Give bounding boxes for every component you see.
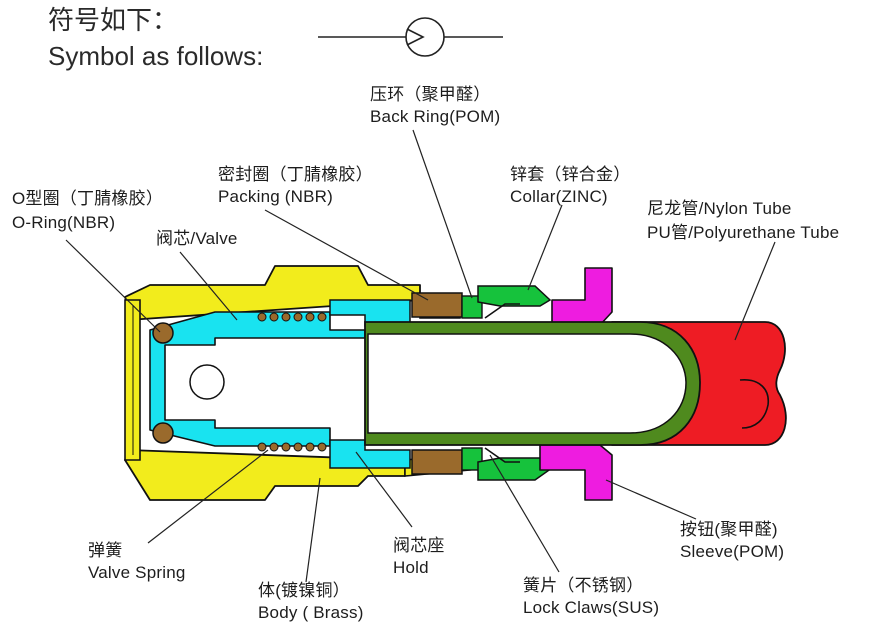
back-ring-label-en: Back Ring(POM) bbox=[370, 107, 501, 126]
symbol-title-en: Symbol as follows: bbox=[48, 41, 264, 71]
o-ring bbox=[152, 322, 174, 444]
valve-core bbox=[149, 311, 366, 447]
fitting-body bbox=[124, 265, 472, 501]
nylon-pu-tube bbox=[364, 321, 787, 446]
o-ring-label-cn: O型圈（丁腈橡胶） bbox=[12, 189, 164, 208]
valve-seat-hold bbox=[329, 299, 411, 469]
hold-label-cn: 阀芯座 bbox=[393, 536, 445, 555]
lock-claws bbox=[484, 303, 520, 463]
lock-claws-label-cn: 簧片（不锈钢） bbox=[523, 576, 644, 595]
o-ring-label-en: O-Ring(NBR) bbox=[12, 213, 116, 232]
tube-label-line2: PU管/Polyurethane Tube bbox=[647, 223, 840, 242]
packing-label-cn: 密封圈（丁腈橡胶） bbox=[218, 165, 373, 184]
back-ring-label-cn: 压环（聚甲醛） bbox=[370, 85, 491, 104]
body-label-en: Body ( Brass) bbox=[258, 603, 364, 622]
leader-lines bbox=[65, 129, 776, 583]
valve-spring bbox=[257, 312, 327, 452]
packing-label-en: Packing (NBR) bbox=[218, 187, 334, 206]
collar-label-en: Collar(ZINC) bbox=[510, 187, 608, 206]
hold-label-en: Hold bbox=[393, 558, 429, 577]
fitting-symbol bbox=[318, 17, 503, 57]
spring-label-cn: 弹簧 bbox=[88, 541, 123, 560]
valve-label: 阀芯/Valve bbox=[156, 229, 238, 248]
lock-claws-label-en: Lock Claws(SUS) bbox=[523, 598, 660, 617]
tube-label-line1: 尼龙管/Nylon Tube bbox=[647, 199, 792, 218]
collar-label-cn: 锌套（锌合金） bbox=[510, 165, 631, 184]
back-ring bbox=[461, 295, 483, 471]
packing-seal bbox=[411, 292, 463, 475]
sleeve-label-cn: 按钮(聚甲醛) bbox=[680, 520, 778, 539]
symbol-title-cn: 符号如下： bbox=[48, 5, 179, 35]
body-label-cn: 体(镀镍铜） bbox=[258, 581, 350, 600]
spring-label-en: Valve Spring bbox=[88, 563, 186, 582]
sleeve-label-en: Sleeve(POM) bbox=[680, 542, 785, 561]
